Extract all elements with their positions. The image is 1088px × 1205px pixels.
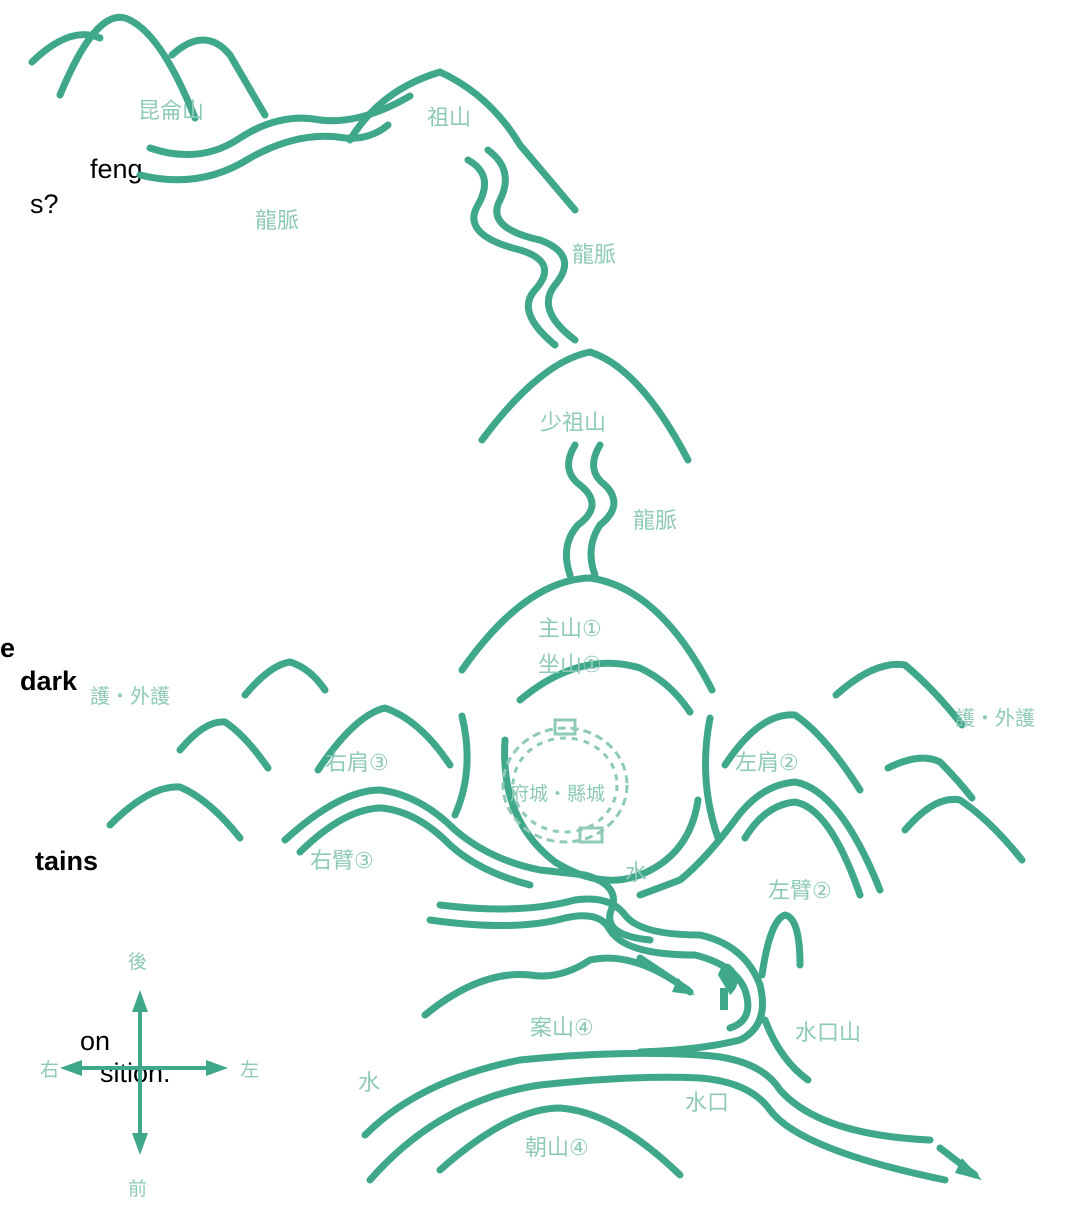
label-water-mouth-mountain: 水口山 (795, 1021, 861, 1046)
compass-label-front: 前 (128, 1178, 147, 1200)
guard-left-1 (245, 662, 325, 695)
guard-left-3 (110, 787, 240, 838)
label-shaozu: 少祖山 (540, 411, 606, 436)
figure-icon (718, 964, 738, 1010)
label-zushan: 祖山 (427, 106, 471, 131)
guard-right-1 (836, 664, 962, 725)
label-guard-left: 護・外護 (90, 684, 170, 708)
label-dragon-vein-left: 龍脈 (255, 209, 299, 234)
label-water-mouth: 水口 (685, 1091, 729, 1116)
label-left-arm: 左臂② (768, 879, 832, 904)
water-mouth-mountain (762, 915, 800, 975)
river-lower-1 (365, 1053, 930, 1140)
compass-arrow-right (206, 1060, 228, 1076)
shaozu-peak (482, 352, 688, 460)
guard-left-2 (180, 722, 268, 768)
label-left-shoulder: 左肩② (735, 751, 799, 776)
left-shoulder-branch (706, 718, 719, 838)
label-dragon-vein-mid: 龍脈 (572, 243, 616, 268)
compass-arrow-down (132, 1133, 148, 1155)
dragon-vein-2a (468, 160, 555, 345)
label-desk-mountain: 案山④ (530, 1016, 594, 1041)
label-kunlun: 昆侖山 (138, 99, 204, 124)
label-water-center: 水 (625, 861, 647, 886)
label-right-shoulder: 右肩③ (325, 751, 389, 776)
compass-label-right: 右 (40, 1059, 59, 1081)
label-city: 府城・縣城 (510, 783, 605, 805)
label-water-left: 水 (358, 1071, 380, 1096)
compass-label-back: 後 (128, 951, 147, 973)
right-shoulder-branch (455, 716, 467, 815)
label-right-arm: 右臂③ (310, 849, 374, 874)
label-dragon-vein-low: 龍脈 (633, 509, 677, 534)
city-river (505, 740, 698, 880)
left-arm-outer (640, 782, 880, 895)
label-guard-right: 護・外護 (955, 706, 1035, 730)
compass-arrow-left (60, 1060, 82, 1076)
zushan-peak (350, 72, 575, 210)
guard-right-3 (905, 799, 1022, 860)
label-court-mountain: 朝山④ (525, 1136, 589, 1161)
compass-label-left: 左 (240, 1059, 259, 1081)
compass-arrow-up (132, 990, 148, 1012)
guard-right-2 (888, 758, 972, 798)
label-seat-mountain: 坐山① (538, 653, 602, 678)
label-main-mountain: 主山① (538, 617, 602, 642)
